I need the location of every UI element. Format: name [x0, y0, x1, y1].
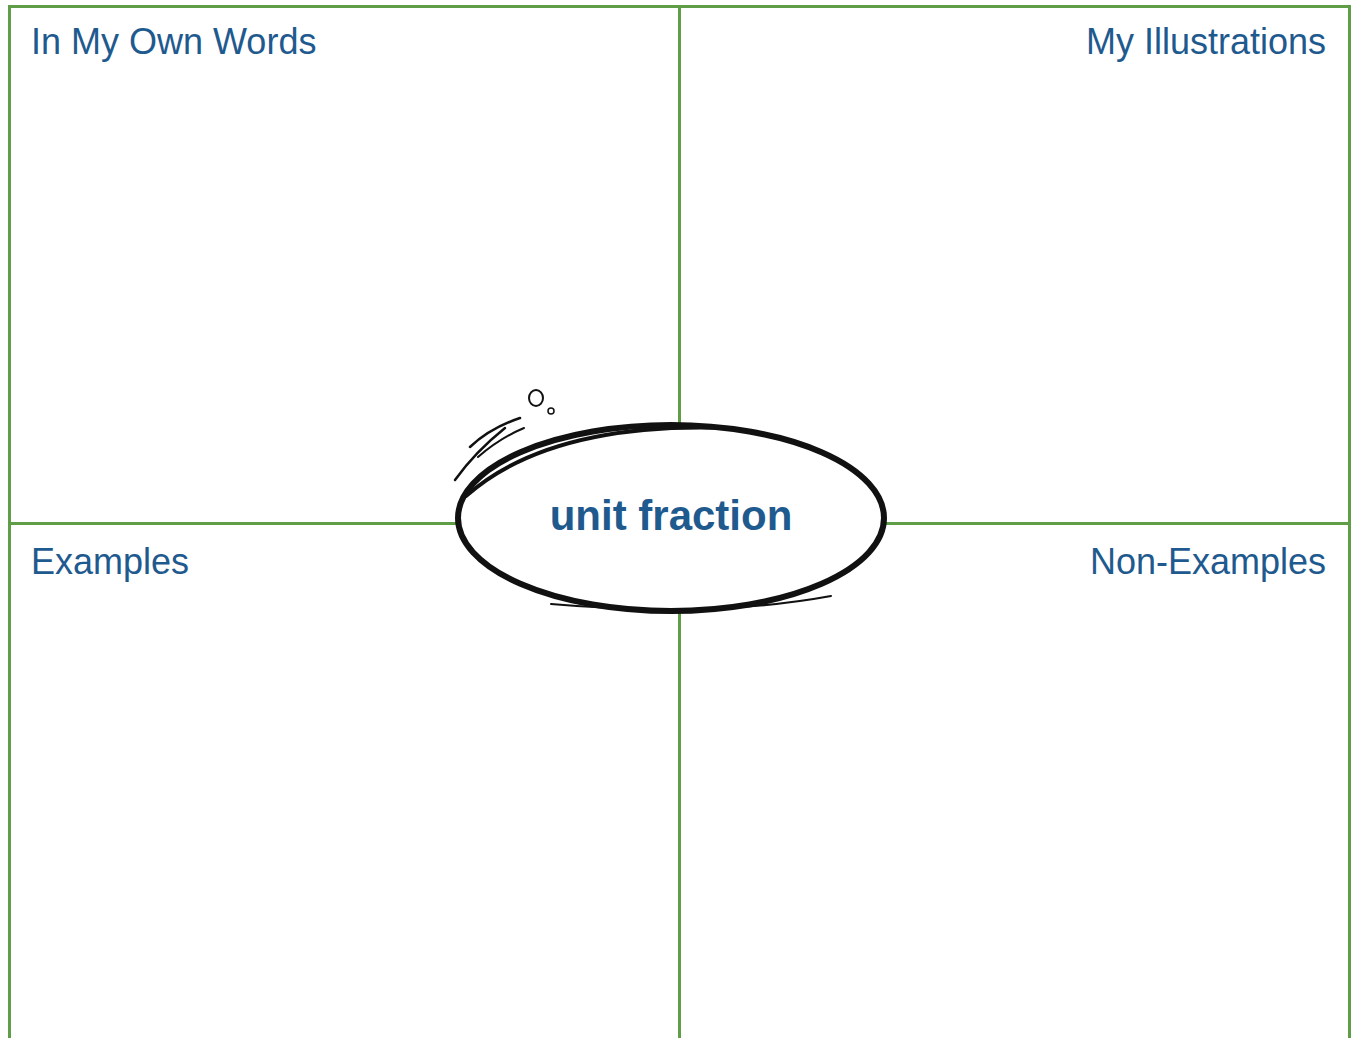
quadrant-heading: Non-Examples	[1090, 540, 1326, 583]
quadrant-heading: Examples	[31, 540, 189, 583]
quadrant-heading: My Illustrations	[1086, 20, 1326, 63]
quadrant-heading: In My Own Words	[31, 20, 316, 63]
term-label: unit fraction	[550, 491, 793, 541]
bubble	[529, 390, 543, 406]
term-oval: unit fraction	[450, 414, 892, 618]
bubble	[548, 408, 554, 414]
